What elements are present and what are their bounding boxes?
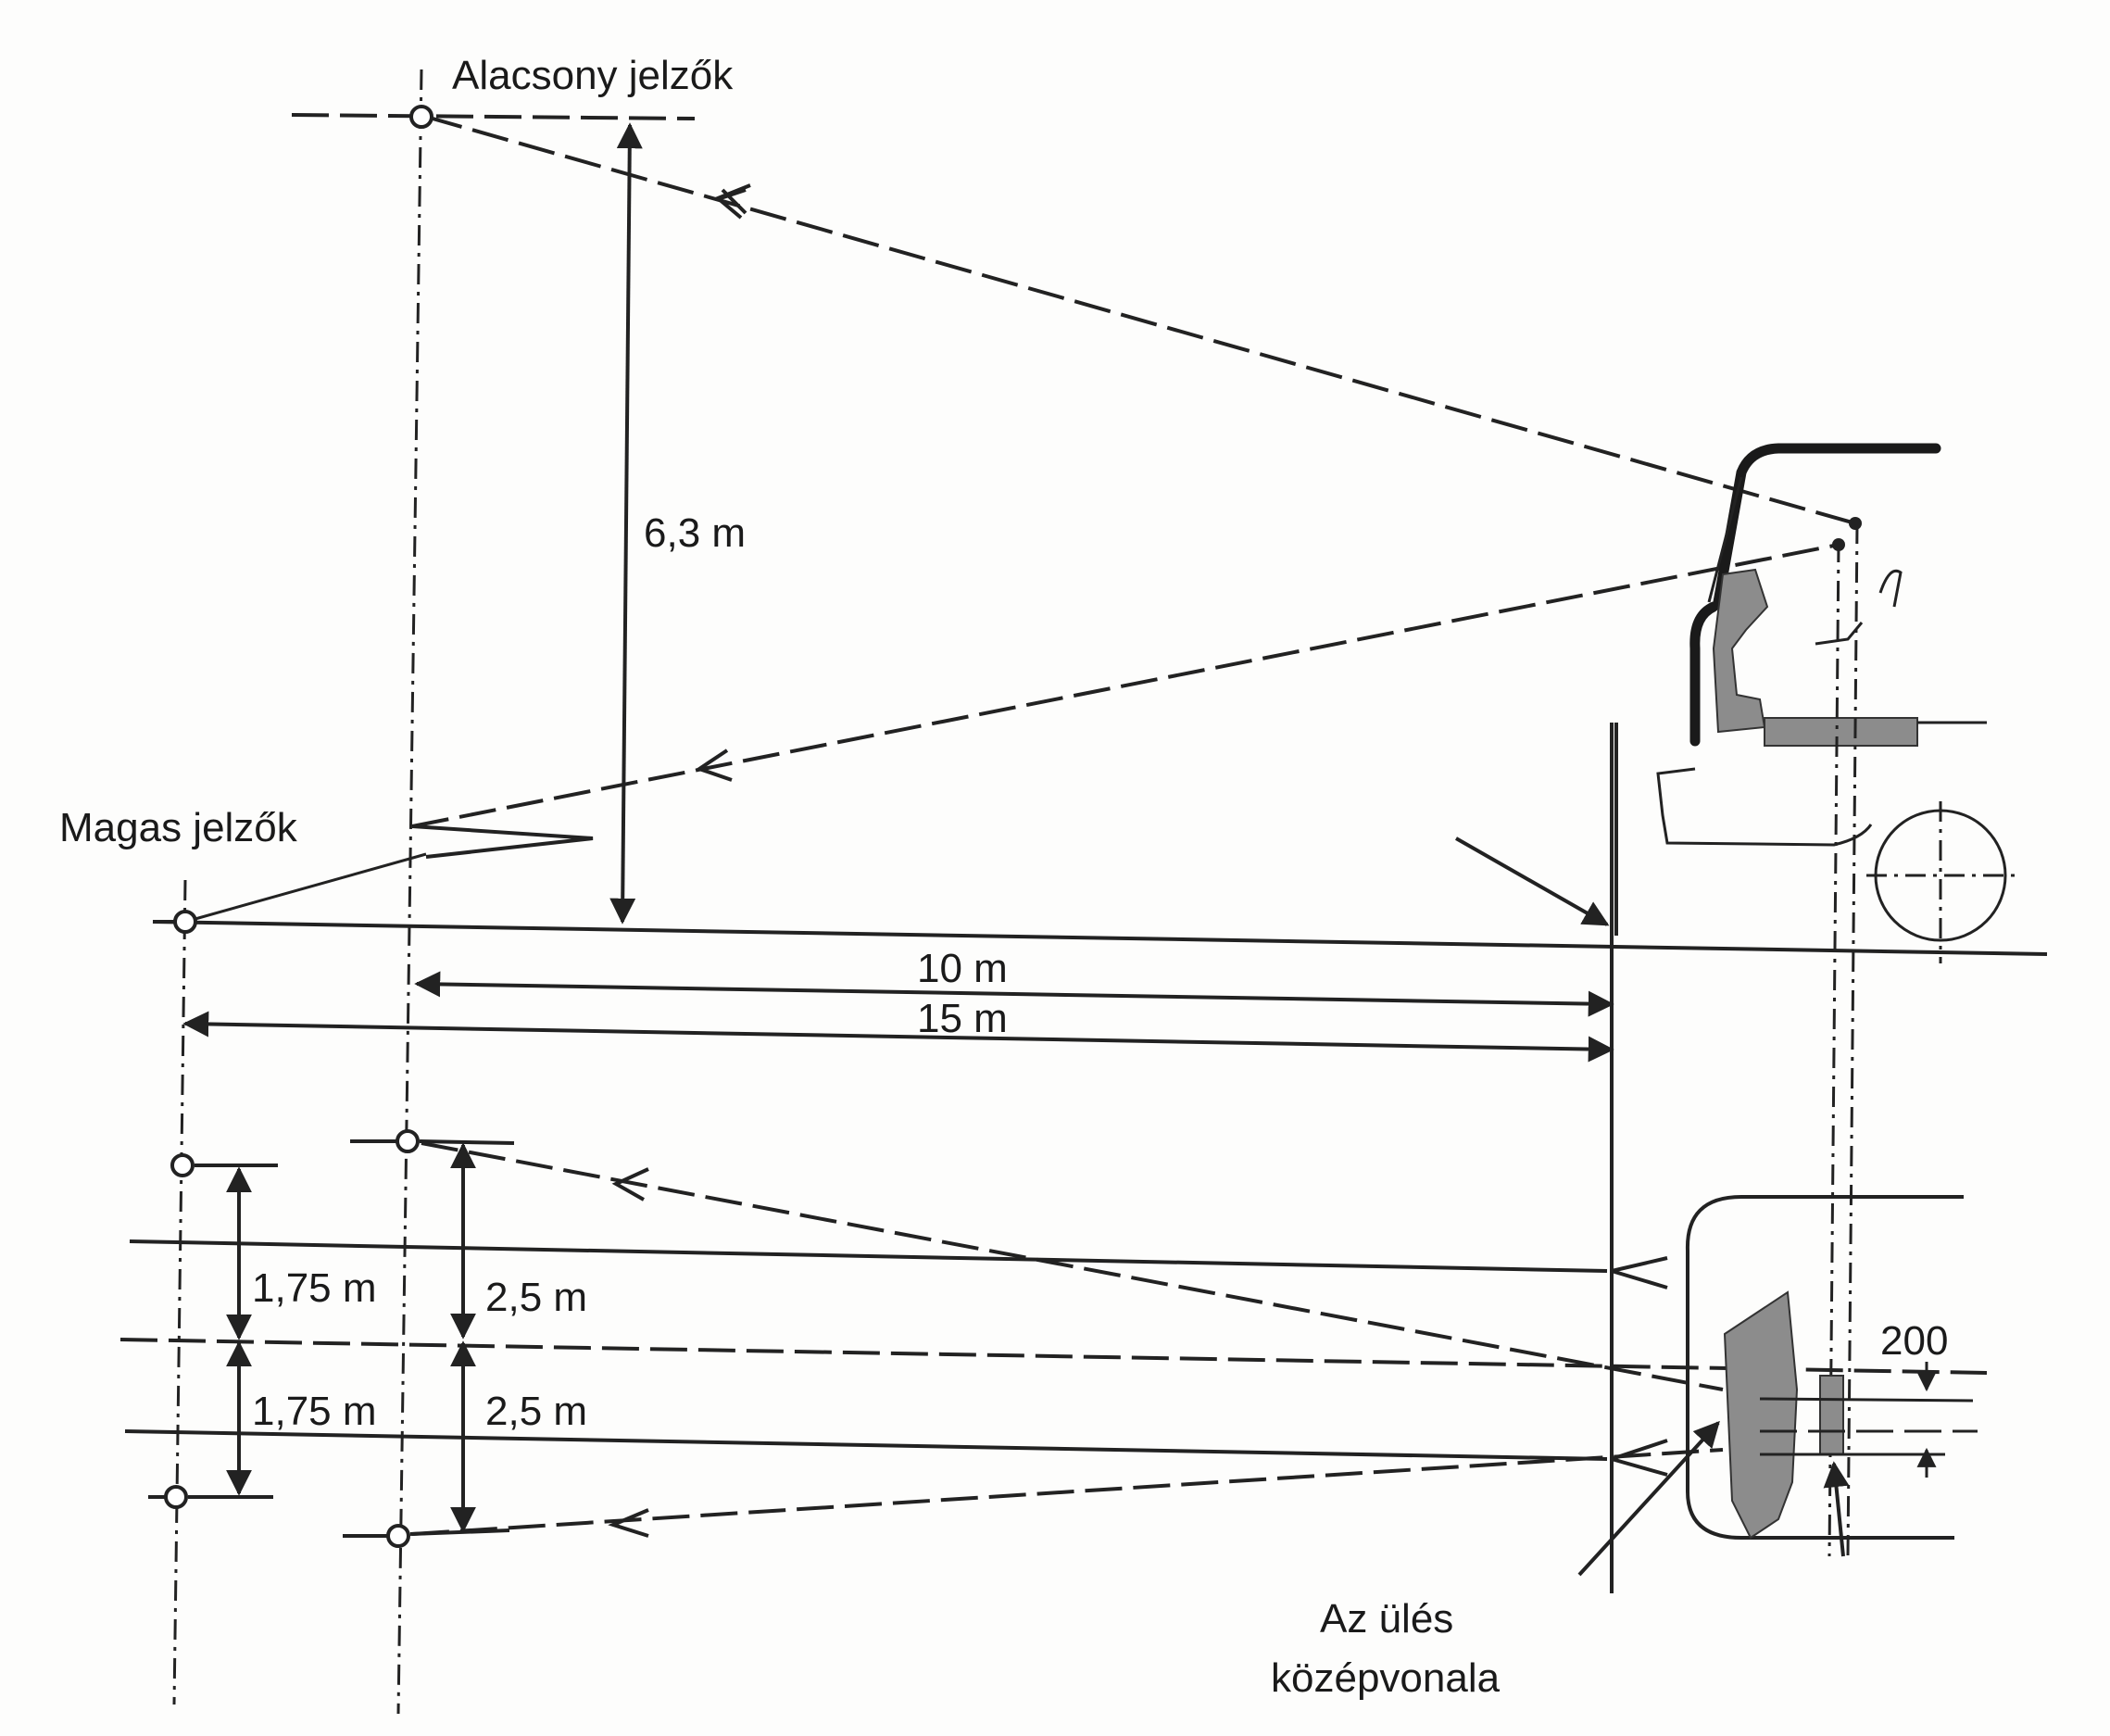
label-seat-center-1: Az ülés bbox=[1320, 1596, 1453, 1642]
label-lat-25-bottom: 2,5 m bbox=[485, 1389, 587, 1434]
top-sight-upper-arrow bbox=[611, 1167, 649, 1201]
low-marker-dash bbox=[291, 113, 696, 120]
height-dim-line bbox=[609, 122, 643, 925]
cab-roof bbox=[1713, 443, 1941, 608]
floor-block bbox=[1764, 717, 1918, 747]
windshield bbox=[1707, 476, 1743, 603]
top-sight-lower bbox=[411, 1448, 1724, 1536]
top-axis-1 bbox=[1759, 1397, 1974, 1403]
top-view bbox=[119, 1129, 1988, 1577]
zigzag bbox=[411, 824, 594, 859]
top-sight-lower-arrow bbox=[608, 1508, 649, 1538]
label-seat-center-2: középvonala bbox=[1271, 1655, 1501, 1701]
side-view bbox=[152, 69, 2048, 1715]
vehicle-side bbox=[1614, 443, 2015, 1557]
label-height-dim: 6,3 m bbox=[644, 510, 746, 556]
body-lower bbox=[1656, 767, 1873, 847]
label-lat-25-top: 2,5 m bbox=[485, 1275, 587, 1320]
label-offset-200: 200 bbox=[1880, 1318, 1948, 1364]
sight-line-high bbox=[184, 852, 427, 924]
seat-pointer-top-2 bbox=[1823, 1461, 1850, 1557]
seat-pointer-arrow bbox=[1455, 837, 1610, 926]
lane-line-lower bbox=[124, 1429, 1608, 1461]
pole-line-10m bbox=[396, 69, 423, 1715]
sight-line-lower bbox=[411, 543, 1840, 828]
vehicle-top bbox=[1577, 1195, 1978, 1577]
label-low-markers: Alacsony jelzők bbox=[452, 53, 734, 98]
dashboard bbox=[1712, 568, 1769, 734]
eye-point-2 bbox=[1832, 538, 1845, 551]
top-marker-10-lower bbox=[386, 1524, 410, 1548]
top-marker-10-upper-tick-r bbox=[419, 1139, 515, 1145]
sight-line-low bbox=[425, 115, 1856, 525]
dist-15-line bbox=[182, 1011, 1614, 1063]
lane-line-upper bbox=[129, 1239, 1608, 1273]
seat-block bbox=[1819, 1375, 1844, 1455]
label-dist-15: 15 m bbox=[917, 996, 1008, 1041]
vehicle-top-outline bbox=[1685, 1195, 1964, 1540]
sight-arrow-low-head bbox=[714, 183, 751, 220]
top-marker-15-upper bbox=[170, 1153, 195, 1177]
top-sight-upper bbox=[421, 1141, 1724, 1391]
label-lat-175-top: 1,75 m bbox=[252, 1265, 377, 1311]
top-marker-15-lower bbox=[164, 1485, 188, 1509]
front-arrows bbox=[1611, 1256, 1668, 1477]
top-marker-10-upper bbox=[396, 1129, 420, 1153]
vehicle-top-dash bbox=[1723, 1290, 1799, 1540]
ground-line bbox=[152, 920, 2048, 956]
label-dist-10: 10 m bbox=[917, 946, 1008, 991]
sight-arrow-lower-head bbox=[695, 748, 733, 782]
pole-line-15m bbox=[172, 879, 187, 1705]
eye-vertical-2 bbox=[1846, 522, 1859, 1557]
high-marker-circle bbox=[173, 910, 197, 934]
cab-front bbox=[1689, 601, 1719, 747]
dist-10-line bbox=[414, 971, 1614, 1017]
label-lat-175-bottom: 1,75 m bbox=[252, 1389, 377, 1434]
center-line bbox=[119, 1338, 1988, 1375]
label-high-markers: Magas jelzők bbox=[59, 805, 298, 850]
seat-back bbox=[1815, 569, 1903, 646]
low-marker-circle bbox=[409, 105, 433, 129]
seat-pointer-top bbox=[1577, 1420, 1720, 1577]
eye-point-1 bbox=[1849, 517, 1862, 530]
